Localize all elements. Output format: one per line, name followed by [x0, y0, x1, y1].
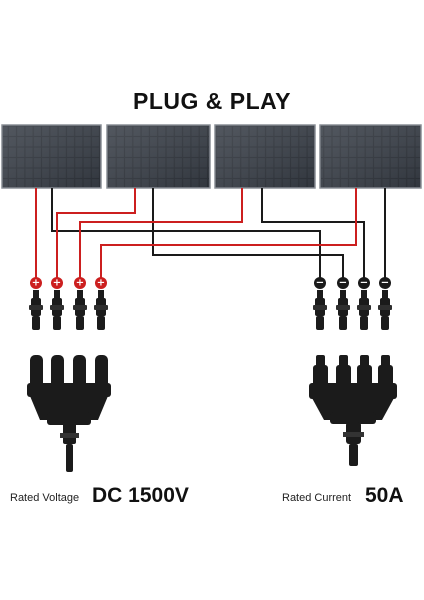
positive-symbol: +	[53, 278, 61, 289]
negative-marker	[314, 277, 326, 289]
branch-connector-icon	[309, 355, 397, 466]
negative-markers: − − − −	[314, 277, 391, 289]
rated-voltage-label: Rated Voltage	[10, 492, 80, 504]
negative-wire	[152, 188, 344, 280]
negative-wire	[261, 188, 365, 280]
negative-marker	[379, 277, 391, 289]
positive-marker	[95, 277, 107, 289]
positive-wiring	[35, 188, 357, 280]
positive-wire	[100, 188, 357, 280]
negative-symbol: −	[316, 278, 324, 289]
positive-marker	[30, 277, 42, 289]
positive-symbol: +	[97, 278, 105, 289]
negative-symbol: −	[381, 278, 389, 289]
positive-symbol: +	[76, 278, 84, 289]
negative-marker	[358, 277, 370, 289]
solar-panel-icon	[1, 124, 102, 189]
solar-panel-icon	[106, 124, 211, 189]
solar-panel-icon	[319, 124, 422, 189]
mc4-connector-icon	[313, 290, 392, 330]
rated-current-value: 50A	[365, 484, 404, 507]
negative-wiring	[51, 188, 386, 280]
positive-wire	[56, 188, 136, 280]
positive-markers: + + + +	[30, 277, 107, 289]
solar-panel-icon	[214, 124, 316, 189]
negative-symbol: −	[360, 278, 368, 289]
page-title: PLUG & PLAY	[132, 88, 291, 114]
negative-wire	[51, 188, 321, 280]
positive-wire	[79, 188, 243, 280]
negative-symbol: −	[339, 278, 347, 289]
branch-connector-icon	[27, 355, 111, 472]
positive-symbol: +	[32, 278, 40, 289]
negative-marker	[337, 277, 349, 289]
mc4-connector-icon	[29, 290, 108, 330]
rated-current-label: Rated Current	[282, 492, 352, 504]
positive-marker	[74, 277, 86, 289]
rated-voltage-value: DC 1500V	[92, 484, 189, 507]
positive-marker	[51, 277, 63, 289]
